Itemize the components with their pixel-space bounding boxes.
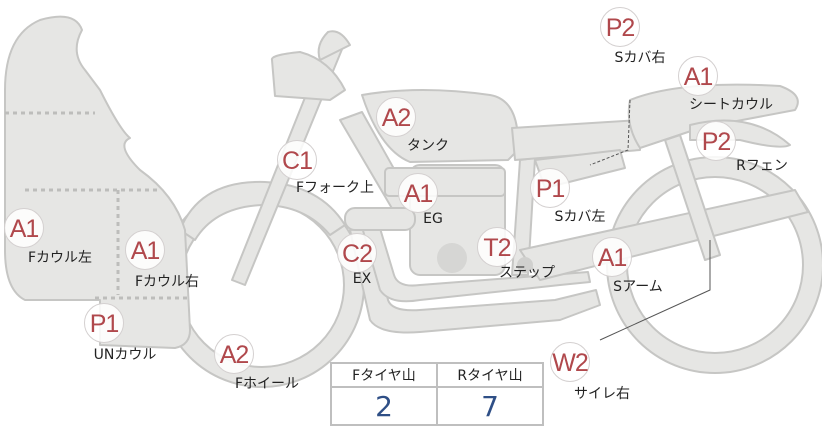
label-swing-arm: Sアーム [613, 279, 663, 295]
grade-badge-rear-fender[interactable]: P2 [696, 121, 736, 161]
grade-badge-seat-cowl[interactable]: A1 [678, 56, 718, 96]
label-rear-fender: Rフェン [736, 158, 788, 174]
exhaust-pipe [359, 214, 591, 303]
label-tank: タンク [407, 138, 449, 154]
grade-badge-front-cowl-left[interactable]: A1 [4, 208, 44, 248]
label-front-cowl-left: Fカウル左 [27, 250, 93, 266]
grade-badge-under-cowl[interactable]: P1 [84, 303, 124, 343]
label-silencer-right: サイレ右 [574, 386, 630, 402]
headlight [270, 51, 346, 101]
engine-intake [344, 207, 416, 231]
label-exhaust: EX [352, 271, 372, 287]
label-engine: EG [423, 211, 443, 227]
tire-tread-table: Fタイヤ山 Rタイヤ山 2 7 [330, 362, 544, 426]
engine-cover [437, 243, 467, 273]
rear-tire-value: 7 [436, 386, 544, 426]
swing-arm [519, 189, 809, 281]
label-front-wheel: Fホイール [234, 376, 300, 392]
leader-line [599, 240, 711, 341]
exhaust [349, 227, 601, 334]
grade-badge-front-wheel[interactable]: A2 [214, 334, 254, 374]
grade-badge-s-cover-left[interactable]: P1 [530, 168, 570, 208]
grade-badge-engine[interactable]: A1 [398, 173, 438, 213]
leader-line [589, 99, 631, 166]
handlebar [317, 30, 351, 61]
label-front-fork: Fフォーク上 [295, 180, 375, 196]
label-seat-cowl: シートカウル [689, 97, 773, 113]
step-peg [517, 257, 533, 273]
grade-badge-silencer-right[interactable]: W2 [550, 342, 590, 382]
grade-badge-step[interactable]: T2 [477, 227, 517, 267]
seat-cowl [627, 83, 799, 149]
label-s-cover-left: Sカバ左 [554, 209, 606, 225]
seat [511, 119, 641, 161]
grade-badge-tank[interactable]: A2 [376, 97, 416, 137]
label-step: ステップ [499, 265, 555, 281]
grade-badge-front-fork[interactable]: C1 [277, 140, 317, 180]
front-tire-value: 2 [330, 386, 438, 426]
grade-badge-front-cowl-right[interactable]: A1 [125, 230, 165, 270]
label-s-cover-right: Sカバ右 [614, 50, 666, 66]
rear-tire-header: Rタイヤ山 [436, 362, 544, 388]
grade-badge-exhaust[interactable]: C2 [337, 233, 377, 273]
grade-badge-swing-arm[interactable]: A1 [592, 237, 632, 277]
label-under-cowl: UNカウル [93, 347, 157, 363]
label-front-cowl-right: Fカウル右 [134, 274, 200, 290]
front-fender [179, 180, 346, 241]
front-tire-header: Fタイヤ山 [330, 362, 438, 388]
grade-badge-s-cover-right[interactable]: P2 [600, 7, 640, 47]
